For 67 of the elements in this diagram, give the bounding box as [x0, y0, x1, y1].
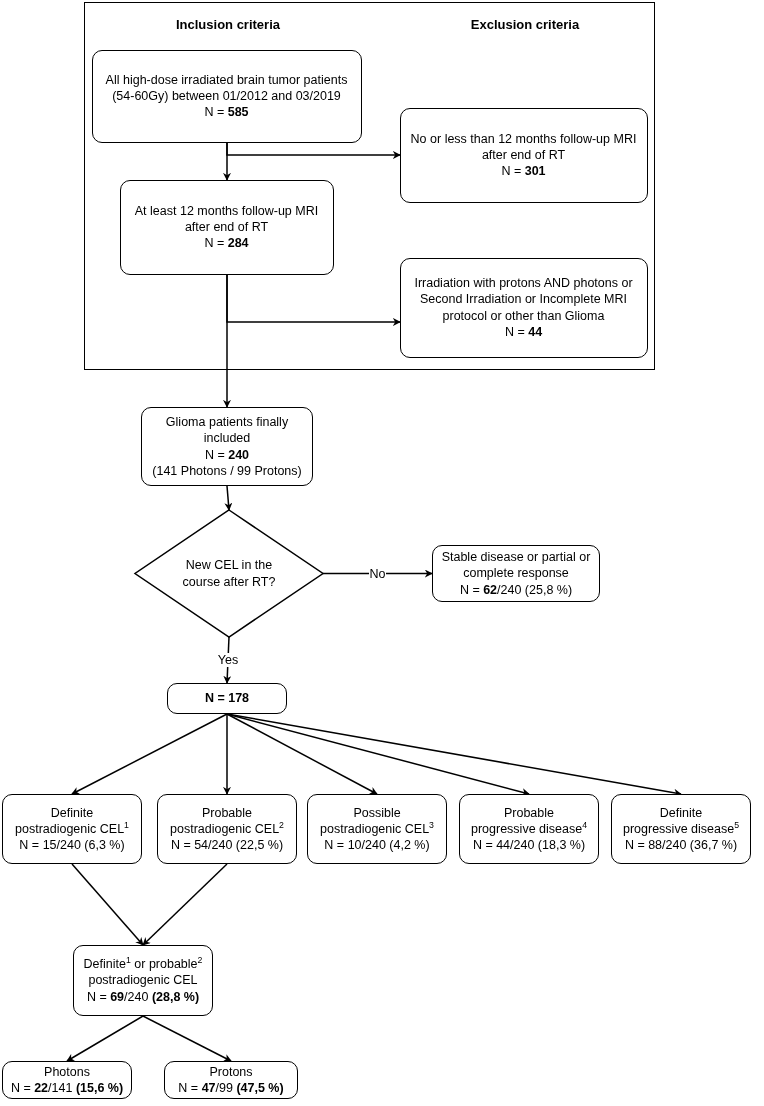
- count-text: N = 301: [501, 163, 546, 180]
- process-box: [611, 794, 751, 864]
- process-box: [119, 179, 334, 275]
- process-box: [167, 683, 287, 714]
- process-box: [73, 945, 213, 1016]
- process-box: [399, 257, 648, 358]
- description-text: N = 178: [204, 690, 250, 707]
- arrow: [226, 713, 378, 795]
- description-text: postradiogenic CEL$^{2}$: [170, 820, 284, 838]
- process-box: [91, 49, 362, 143]
- arrow: [223, 713, 231, 795]
- process-box: [2, 1061, 132, 1099]
- criteria-frame: [84, 2, 655, 370]
- description-text: Probable: [201, 804, 252, 821]
- column-heading: Exclusion criteria: [469, 17, 581, 32]
- count-text: N = 47/99 (47,5 %): [178, 1080, 284, 1097]
- description-text: progressive disease$^{5}$: [622, 820, 739, 838]
- description-text: Stable disease or partial or complete response: [440, 549, 592, 582]
- process-box: [459, 794, 599, 864]
- arrow: [71, 713, 228, 795]
- description-text: No or less than 12 months follow-up MRI after end of RT: [409, 130, 638, 164]
- count-text: N = 15/240 (6,3 %): [19, 837, 125, 854]
- arrow: [71, 863, 144, 946]
- description-text: Glioma patients finally included: [164, 414, 290, 447]
- description-text: All high-dose irradiated brain tumor patients (54-60Gy) between 01/2012 and 03/2019: [104, 71, 349, 105]
- description-text: Definite: [50, 804, 94, 821]
- process-box: [399, 107, 648, 203]
- question-text: New CEL in the course after RT?: [181, 556, 277, 591]
- description-text: At least 12 months follow-up MRI after end of RT: [133, 202, 320, 236]
- description-text: progressive disease$^{4}$: [470, 820, 587, 838]
- description-text: Irradiation with protons AND photons or Second Irradiation or Incomplete MRI protocol or other than Glioma: [413, 275, 634, 324]
- column-heading: Inclusion criteria: [174, 17, 281, 32]
- process-box: [432, 545, 600, 602]
- count-text: N = 585: [204, 104, 249, 121]
- description-text: Definite: [659, 804, 703, 821]
- arrow: [142, 863, 228, 946]
- arrow: [142, 1015, 232, 1062]
- process-box: [141, 407, 313, 486]
- count-text: N = 44/240 (18,3 %): [472, 837, 586, 854]
- arrow: [226, 142, 401, 159]
- count-text: N = 62/240 (25,8 %): [459, 581, 573, 598]
- arrow: [224, 485, 233, 511]
- edge-label: Yes: [216, 653, 240, 667]
- arrow: [66, 1015, 144, 1062]
- count-text: N = 54/240 (22,5 %): [170, 837, 284, 854]
- process-box: [157, 794, 297, 864]
- description-text: Probable: [503, 804, 554, 821]
- count-text: (141 Photons / 99 Protons): [152, 462, 302, 479]
- arrow: [322, 569, 433, 578]
- description-text: Protons: [209, 1063, 253, 1080]
- count-text: N = 69/240 (28,8 %): [86, 988, 200, 1005]
- arrow: [226, 274, 401, 326]
- description-text: N = 240: [204, 446, 250, 463]
- process-box: [307, 794, 447, 864]
- count-text: N = 284: [204, 235, 249, 252]
- edge-label: No: [368, 566, 387, 581]
- count-text: N = 10/240 (4,2 %): [324, 837, 430, 854]
- description-text: postradiogenic CEL$^{3}$: [320, 820, 434, 838]
- count-text: N = 44: [504, 323, 543, 340]
- description-text: Definite$^{1}$ or probable$^{2}$ postradiogenic CEL: [82, 956, 204, 989]
- process-box: [2, 794, 142, 864]
- process-box: [164, 1061, 298, 1099]
- description-text: Photons: [44, 1063, 90, 1080]
- description-text: postradiogenic CEL$^{1}$: [15, 820, 129, 838]
- count-text: N = 22/141 (15,6 %): [10, 1080, 124, 1097]
- count-text: N = 88/240 (36,7 %): [624, 837, 738, 854]
- description-text: Possible: [353, 804, 401, 821]
